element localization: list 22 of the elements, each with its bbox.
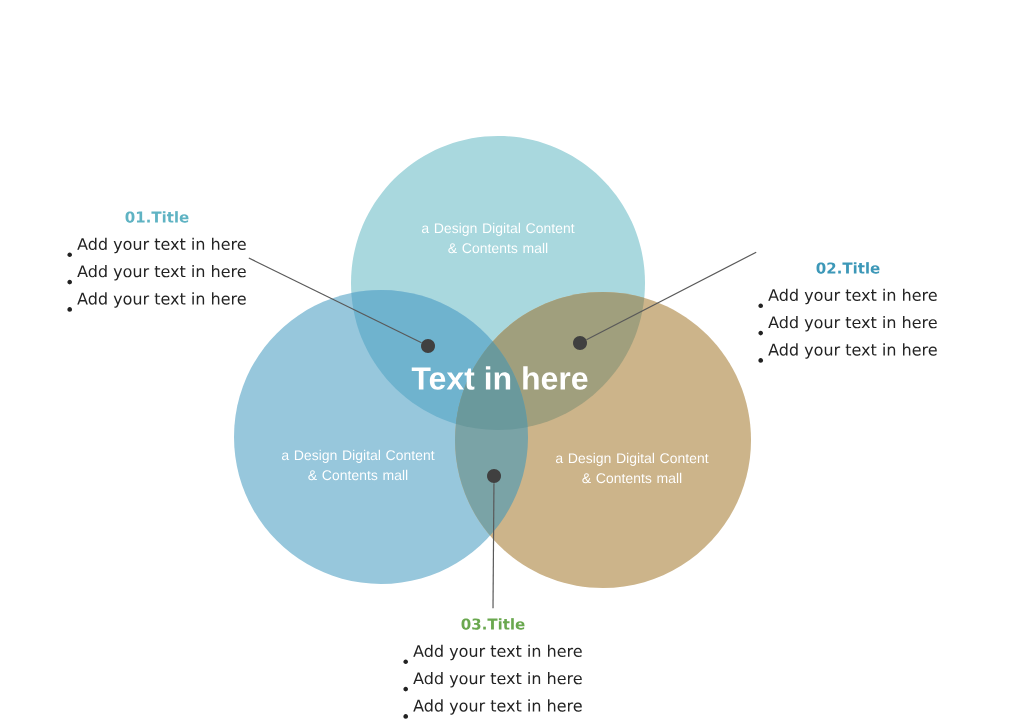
callout-title: 01.Title — [125, 211, 189, 223]
bullet-item: Add your text in here — [413, 671, 582, 688]
callout-title: 03.Title — [461, 618, 525, 630]
bullet-item: Add your text in here — [77, 292, 246, 308]
bullet-item: Add your text in here — [77, 264, 246, 281]
dot-marker — [573, 336, 587, 350]
leader-line — [585, 251, 757, 341]
bullet-item: Add your text in here — [77, 237, 246, 254]
bullet-item: Add your text in here — [768, 343, 937, 359]
circle-text: a Design Digital Content & Contents mall — [281, 449, 435, 481]
callout-title: 02.Title — [816, 262, 880, 274]
leader-line — [248, 257, 423, 344]
leader-line — [492, 482, 495, 609]
dot-marker — [421, 339, 435, 353]
bullet-item: Add your text in here — [413, 699, 582, 715]
bullet-item: Add your text in here — [768, 315, 937, 332]
dot-marker — [487, 469, 501, 483]
center-heading: Text in here — [411, 366, 588, 390]
circle-text: a Design Digital Content & Contents mall — [555, 452, 709, 484]
bullet-item: Add your text in here — [768, 288, 937, 305]
bullet-item: Add your text in here — [413, 644, 582, 661]
circle-text: a Design Digital Content & Contents mall — [421, 222, 575, 254]
